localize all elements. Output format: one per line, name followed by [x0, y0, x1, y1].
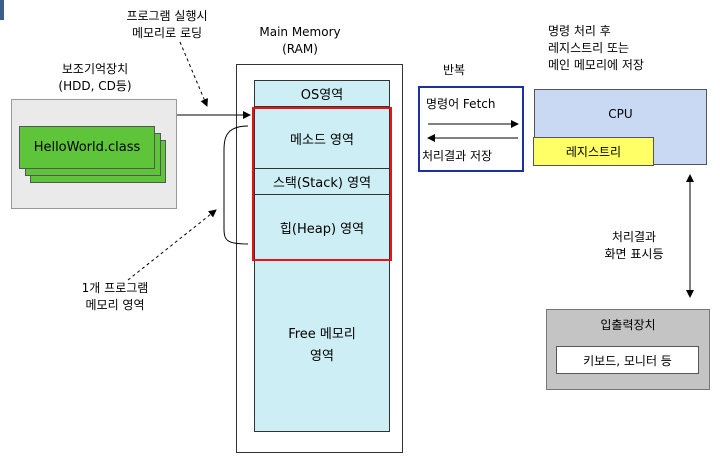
load-note-line1: 프로그램 실행시 — [126, 9, 208, 23]
storage-title-line1: 보조기억장치 — [61, 62, 129, 76]
stack-area: 스택(Stack) 영역 — [254, 169, 390, 195]
load-note: 프로그램 실행시 메모리로 로딩 — [112, 8, 222, 42]
storage-title: 보조기억장치 (HDD, CD등) — [20, 61, 170, 95]
cpu-note-line2: 레지스트리 또는 — [548, 41, 630, 55]
free-area-line2: 영역 — [310, 349, 334, 364]
program-note-line2: 메모리 영역 — [85, 298, 145, 312]
file-label: HelloWorld.class — [33, 140, 141, 155]
load-note-pointer — [179, 41, 208, 107]
os-area-label: OS영역 — [300, 87, 344, 103]
program-note-pointer — [127, 209, 217, 281]
register-label: 레지스트리 — [565, 145, 622, 159]
memory-inner-column — [254, 80, 390, 432]
accent-bar — [0, 0, 4, 20]
cpu-note-line3: 메인 메모리에 저장 — [548, 58, 644, 72]
register-box: 레지스트리 — [533, 137, 654, 166]
program-region — [252, 107, 392, 261]
os-area: OS영역 — [254, 80, 390, 107]
program-note: 1개 프로그램 메모리 영역 — [60, 280, 170, 314]
program-note-line1: 1개 프로그램 — [81, 281, 149, 295]
memory-title-line2: (RAM) — [282, 42, 318, 56]
io-title: 입출력장치 — [600, 318, 656, 332]
load-note-line2: 메모리로 로딩 — [131, 26, 203, 40]
memory-title: Main Memory (RAM) — [240, 24, 360, 58]
method-area: 메소드 영역 — [254, 109, 390, 169]
method-area-label: 메소드 영역 — [290, 133, 354, 148]
cpu-label: CPU — [608, 107, 633, 121]
storage-title-line2: (HDD, CD등) — [58, 79, 132, 93]
fetch-label: 명령어 Fetch — [426, 97, 496, 111]
repeat-label: 반복 — [443, 63, 466, 77]
cpu-note: 명령 처리 후 레지스트리 또는 메인 메모리에 저장 — [548, 23, 644, 74]
display-note: 처리결과 화면 표시등 — [584, 229, 684, 263]
display-note-line2: 화면 표시등 — [604, 247, 664, 261]
display-note-line1: 처리결과 — [611, 230, 657, 244]
free-area-line1: Free 메모리 — [288, 327, 356, 342]
io-devices-label: 키보드, 모니터 등 — [583, 353, 672, 368]
io-devices-box: 키보드, 모니터 등 — [556, 346, 699, 374]
cpu-note-line1: 명령 처리 후 — [548, 24, 611, 38]
stack-area-label: 스택(Stack) 영역 — [272, 176, 372, 191]
heap-area-label: 힙(Heap) 영역 — [279, 221, 365, 237]
stacked-file-icon[interactable]: HelloWorld.class — [19, 126, 155, 169]
free-area: Free 메모리 영역 — [254, 262, 390, 430]
store-label: 처리결과 저장 — [422, 149, 493, 163]
fetch-box — [418, 86, 524, 172]
heap-area: 힙(Heap) 영역 — [254, 195, 390, 259]
memory-title-line1: Main Memory — [259, 25, 341, 39]
